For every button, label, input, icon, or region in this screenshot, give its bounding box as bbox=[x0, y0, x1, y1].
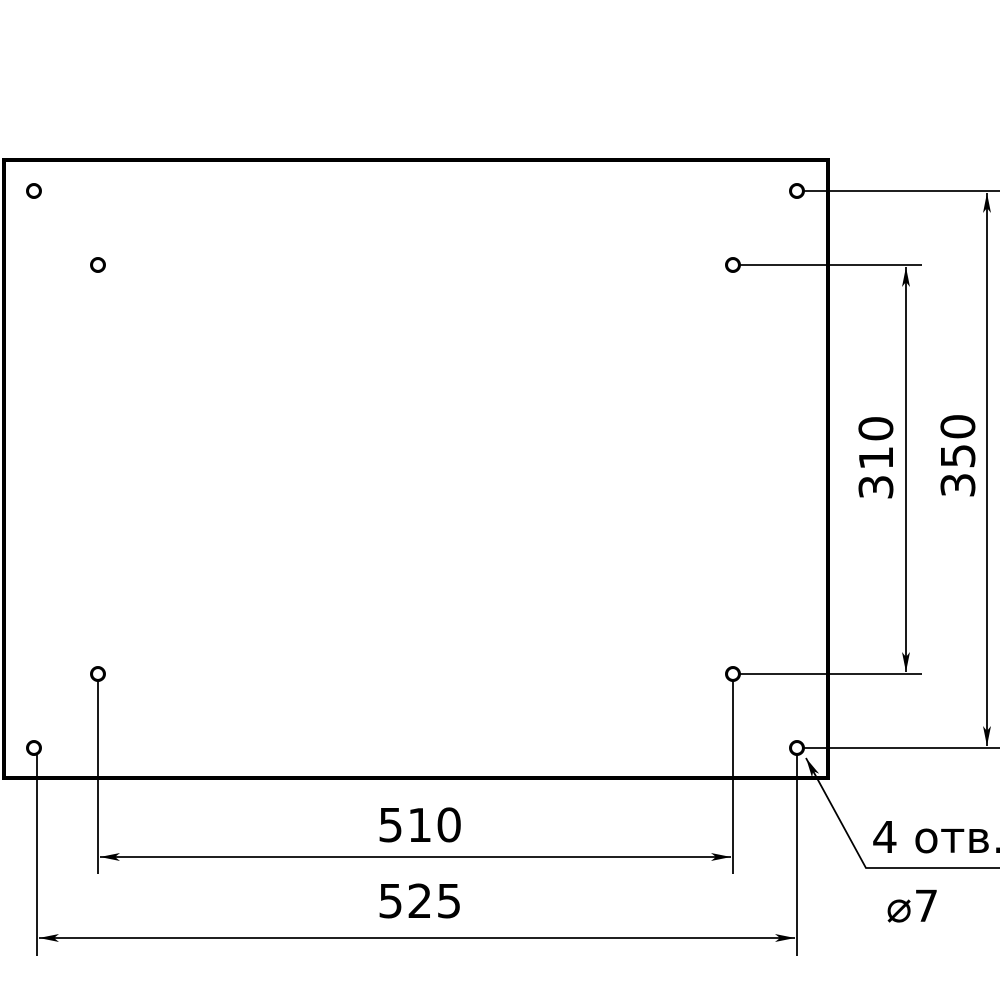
hole-leader-line bbox=[805, 757, 1000, 869]
hole-count-note: 4 отв. bbox=[871, 813, 1000, 864]
hole-inner-top-right bbox=[725, 257, 741, 273]
hole-outer-top-left bbox=[26, 183, 42, 199]
hole-outer-bottom-right bbox=[789, 740, 805, 756]
dim-label-outer-height: 350 bbox=[932, 412, 986, 500]
dim-label-inner-width: 510 bbox=[376, 799, 464, 853]
plate-outline bbox=[2, 158, 830, 780]
hole-inner-bottom-right bbox=[725, 666, 741, 682]
hole-outer-bottom-left bbox=[26, 740, 42, 756]
hole-inner-bottom-left bbox=[90, 666, 106, 682]
dim-label-inner-height: 310 bbox=[850, 414, 904, 502]
dim-label-outer-width: 525 bbox=[376, 875, 464, 929]
extension-lines-horizontal bbox=[36, 681, 798, 956]
extension-lines-vertical bbox=[740, 190, 1000, 749]
hole-diameter-note: ⌀7 bbox=[886, 882, 940, 933]
hole-inner-top-left bbox=[90, 257, 106, 273]
hole-outer-top-right bbox=[789, 183, 805, 199]
